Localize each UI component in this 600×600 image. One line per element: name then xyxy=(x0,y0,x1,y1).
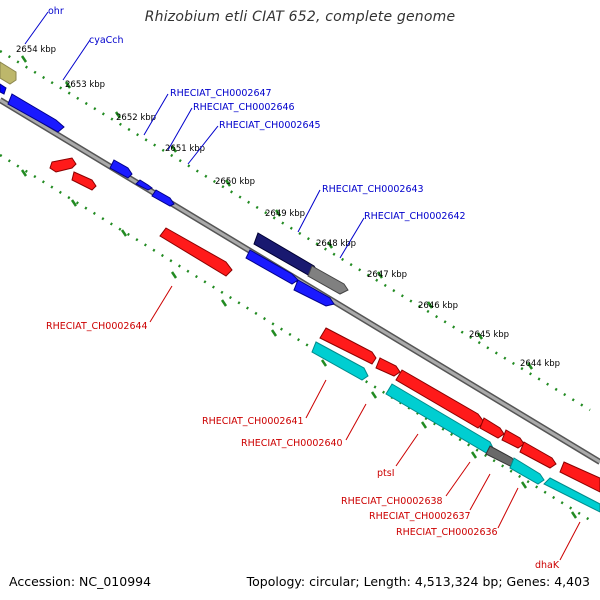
ruler-label: 2649 kbp xyxy=(265,209,305,219)
forward-genes xyxy=(0,61,349,307)
gene-feature[interactable] xyxy=(293,279,335,307)
gene-feature[interactable] xyxy=(0,61,17,85)
gene-label[interactable]: dhaK xyxy=(535,560,560,571)
gene-label[interactable]: RHECIAT_CH0002645 xyxy=(219,120,321,131)
gene-feature[interactable] xyxy=(135,179,153,191)
gene-label[interactable]: RHECIAT_CH0002638 xyxy=(341,496,443,507)
ruler-label: 2644 kbp xyxy=(520,359,560,369)
gene-feature[interactable] xyxy=(501,429,525,449)
gene-feature[interactable] xyxy=(479,417,505,439)
gene-label[interactable]: ptsI xyxy=(377,468,395,479)
gene-feature[interactable] xyxy=(311,341,369,381)
genome-summary-text: Topology: circular; Length: 4,513,324 bp… xyxy=(246,574,590,589)
ruler-label: 2648 kbp xyxy=(316,239,356,249)
gene-feature[interactable] xyxy=(245,249,299,285)
gene-feature[interactable] xyxy=(159,227,233,277)
reverse-labels: RHECIAT_CH0002644 RHECIAT_CH0002641 RHEC… xyxy=(46,321,560,571)
gene-label[interactable]: RHECIAT_CH0002643 xyxy=(322,184,424,195)
gene-feature[interactable] xyxy=(307,265,349,295)
ruler-label: 2645 kbp xyxy=(469,330,509,340)
reverse-leaders xyxy=(149,285,581,561)
gene-feature[interactable] xyxy=(319,327,377,365)
forward-leaders xyxy=(24,11,365,259)
ruler-label: 2646 kbp xyxy=(418,301,458,311)
gene-feature[interactable] xyxy=(559,461,600,493)
accession-text: Accession: NC_010994 xyxy=(9,574,152,589)
gene-label[interactable]: cyaCch xyxy=(89,35,124,46)
gene-label[interactable]: RHECIAT_CH0002644 xyxy=(46,321,148,332)
ruler-label: 2647 kbp xyxy=(367,270,407,280)
ruler-label: 2651 kbp xyxy=(165,144,205,154)
forward-labels: ohr cyaCch RHECIAT_CH0002647 RHECIAT_CH0… xyxy=(48,6,466,222)
ruler-dots-top xyxy=(0,49,591,412)
ruler-label: 2654 kbp xyxy=(16,45,56,55)
ruler-label: 2653 kbp xyxy=(65,80,105,90)
gene-label[interactable]: RHECIAT_CH0002647 xyxy=(170,88,272,99)
reverse-genes xyxy=(49,157,600,513)
gene-feature[interactable] xyxy=(375,357,401,377)
gene-feature[interactable] xyxy=(71,171,97,191)
ruler-major-ticks xyxy=(20,55,578,519)
gene-label[interactable]: RHECIAT_CH0002642 xyxy=(364,211,466,222)
gene-feature[interactable] xyxy=(519,441,557,469)
gene-label[interactable]: RHECIAT_CH0002646 xyxy=(193,102,295,113)
gene-label[interactable]: ohr xyxy=(48,6,64,17)
ruler-label: 2650 kbp xyxy=(215,177,255,187)
gene-label[interactable]: RHECIAT_CH0002641 xyxy=(202,416,304,427)
gene-label[interactable]: RHECIAT_CH0002637 xyxy=(369,511,471,522)
gene-feature[interactable] xyxy=(151,189,175,207)
gene-feature[interactable] xyxy=(7,93,65,133)
gene-label[interactable]: RHECIAT_CH0002640 xyxy=(241,438,343,449)
gene-feature[interactable] xyxy=(543,477,600,513)
ruler-label: 2652 kbp xyxy=(116,113,156,123)
gene-feature[interactable] xyxy=(109,159,133,179)
gene-label[interactable]: RHECIAT_CH0002636 xyxy=(396,527,498,538)
ruler-labels: 2654 kbp 2653 kbp 2652 kbp 2651 kbp 2650… xyxy=(16,45,560,369)
map-title: Rhizobium etli CIAT 652, complete genome xyxy=(144,9,456,25)
gene-feature[interactable] xyxy=(0,83,7,95)
gene-feature[interactable] xyxy=(509,457,545,485)
gene-feature[interactable] xyxy=(49,157,77,173)
